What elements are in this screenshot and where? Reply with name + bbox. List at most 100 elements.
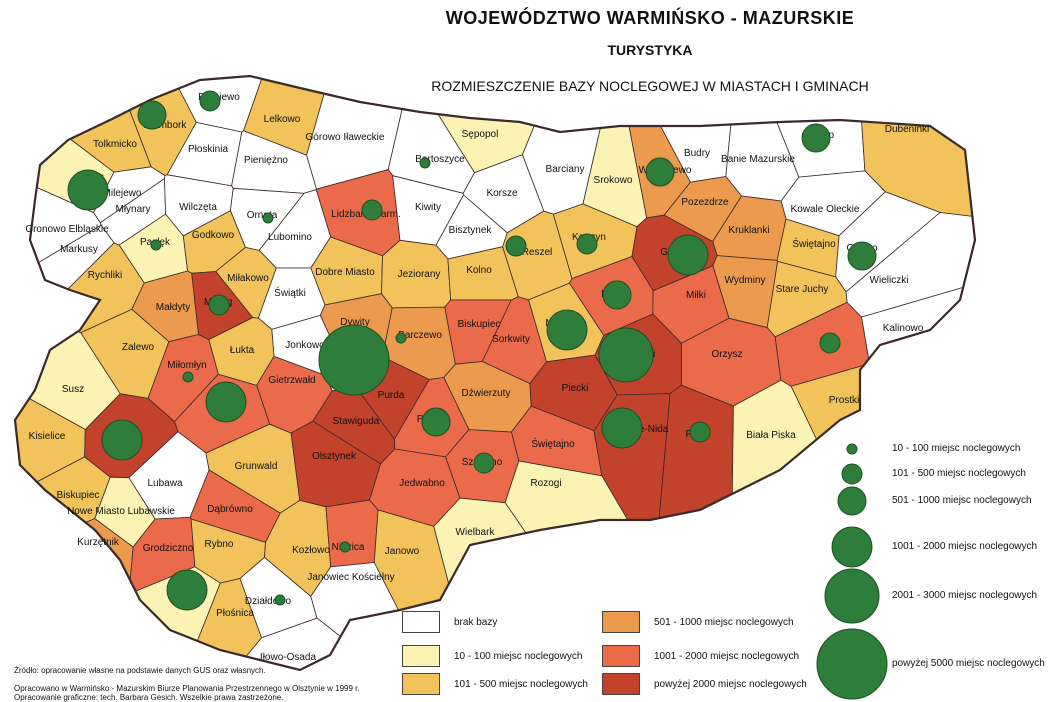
- circle-legend-label: 10 - 100 miejsc noclegowych: [892, 443, 1021, 454]
- category-swatch: [402, 673, 440, 695]
- gmina-label-milejewo: Milejewo: [103, 188, 142, 199]
- circle-legend-label: 1001 - 2000 miejsc noclegowych: [892, 541, 1038, 552]
- gmina-label-kalinowo: Kalinowo: [883, 323, 924, 334]
- city-marker-ostroda: [205, 381, 247, 423]
- category-swatch: [602, 673, 640, 695]
- gmina-label-sorkwity: Sorkwity: [492, 334, 530, 345]
- gmina-label-dubeninki: Dubeninki: [885, 124, 929, 135]
- gmina-label-mlynary: Młynary: [115, 204, 150, 215]
- gmina-label-milomlyn: Miłomłyn: [167, 360, 206, 371]
- gmina-label-zalewo: Zalewo: [122, 342, 155, 353]
- gmina-label-wilczeta: Wilczęta: [179, 202, 217, 213]
- gmina-label-kurzetnik: Kurzętnik: [77, 537, 120, 548]
- category-label: 10 - 100 miejsc noclegowych: [454, 650, 583, 662]
- gmina-label-grunwald: Grunwald: [235, 461, 278, 472]
- city-marker-morag: [208, 294, 230, 316]
- gmina-label-janowo: Janowo: [385, 546, 420, 557]
- gmina-label-kruklanki: Kruklanki: [728, 225, 769, 236]
- city-marker-milomlyn: [182, 371, 194, 383]
- gmina-label-wielbark: Wielbark: [456, 527, 496, 538]
- city-marker-braniewo: [199, 90, 221, 112]
- city-markers: [67, 90, 877, 611]
- gmina-label-kolno: Kolno: [466, 265, 492, 276]
- category-label: powyżej 2000 miejsc noclegowych: [654, 678, 807, 690]
- gmina-label-godkowo: Godkowo: [192, 230, 235, 241]
- gmina-label-jeziorany: Jeziorany: [398, 269, 441, 280]
- gmina-label-lubawa: Lubawa: [147, 478, 182, 489]
- gmina-label-barczewo: Barczewo: [398, 330, 442, 341]
- gmina-label-dywity: Dywity: [340, 317, 369, 328]
- gmina-label-rozogi: Rozogi: [530, 478, 561, 489]
- gmina-label-biskupiec: Biskupiec: [57, 490, 100, 501]
- gmina-label-janowiec-koscielny: Janowiec Kościelny: [307, 572, 394, 583]
- gmina-label-bartoszyce: Bartoszyce: [415, 154, 465, 165]
- circle-legend-label: powyżej 5000 miejsc noclegowych: [892, 658, 1045, 669]
- city-marker-olecko: [847, 241, 877, 271]
- gmina-label-biala-piska: Biała Piska: [746, 430, 796, 441]
- gmina-label-maldyty: Małdyty: [156, 302, 190, 313]
- circle-legend-marker: [846, 443, 858, 455]
- gmina-label-gorowo-ilaweckie: Górowo Iławeckie: [306, 132, 385, 143]
- author-note: Opracowano w Warmińsko - Mazurskim Biurz…: [14, 684, 360, 693]
- gmina-label-dobre-miasto: Dobre Miasto: [315, 267, 375, 278]
- city-marker-ilawa: [101, 419, 143, 461]
- gmina-label-kowale-oleckie: Kowale Oleckie: [791, 204, 860, 215]
- gmina-label-reszel: Reszel: [522, 247, 553, 258]
- category-label: 501 - 1000 miejsc noclegowych: [654, 616, 794, 628]
- city-marker-ryn: [602, 280, 632, 310]
- category-legend: brak bazy 10 - 100 miejsc noclegowych 101 …: [402, 606, 822, 696]
- graphic-note: Opracowanie graficzne: tech. Barbara Ges…: [14, 693, 284, 702]
- city-marker-lidzbark: [166, 569, 208, 611]
- city-marker-goldap: [801, 123, 831, 153]
- gmina-label-olsztynek: Olsztynek: [312, 451, 357, 462]
- circle-legend-label: 101 - 500 miejsc noclegowych: [892, 468, 1026, 479]
- gmina-label-ilowo-osada: Iłowo-Osada: [260, 652, 317, 663]
- category-label: 101 - 500 miejsc noclegowych: [454, 678, 588, 690]
- gmina-label-gietrzwald: Gietrzwałd: [268, 375, 315, 386]
- gmina-label-swiatki: Świątki: [274, 286, 306, 299]
- category-swatch: [602, 645, 640, 667]
- gmina-label-dzwierzuty: Dźwierzuty: [462, 388, 511, 399]
- gmina-label-tolkmicko: Tolkmicko: [93, 139, 137, 150]
- gmina-label-grodziczno: Grodziczno: [143, 543, 194, 554]
- gmina-label-dabrowno: Dąbrówno: [207, 504, 253, 515]
- gmina-label-plosnica: Płośnica: [216, 608, 254, 619]
- gmina-label-wieliczki: Wieliczki: [870, 275, 909, 286]
- city-marker-pasym: [421, 407, 451, 437]
- category-legend-item: brak bazy: [402, 611, 497, 633]
- category-legend-item: 501 - 1000 miejsc noclegowych: [602, 611, 794, 633]
- city-marker-olsztyn: [318, 324, 390, 396]
- category-legend-item: powyżej 2000 miejsc noclegowych: [602, 673, 807, 695]
- gmina-label-barciany: Barciany: [546, 164, 585, 175]
- city-marker-mikolajki: [598, 327, 654, 383]
- circle-legend-marker: [816, 628, 888, 700]
- map-title: WOJEWÓDZTWO WARMIŃSKO - MAZURSKIE: [445, 8, 855, 28]
- gmina-label-markusy: Markusy: [60, 244, 98, 255]
- gmina-label-piecki: Piecki: [562, 383, 589, 394]
- gmina-label-lukta: Łukta: [230, 345, 255, 356]
- gmina-nidzica-region: [325, 499, 379, 568]
- gmina-label-sepopol: Sępopol: [462, 129, 499, 140]
- gmina-label-pieniezno: Pieniężno: [244, 155, 288, 166]
- gmina-label-prostki: Prostki: [829, 395, 860, 406]
- gmina-label-jedwabno: Jedwabno: [399, 478, 445, 489]
- gmina-label-orzysz: Orzysz: [711, 349, 742, 360]
- gmina-label-lubomino: Lubomino: [268, 232, 312, 243]
- gmina-label-ploskinia: Płoskinia: [188, 144, 228, 155]
- gmina-label-biskupiec: Biskupiec: [458, 319, 501, 330]
- gmina-label-budry: Budry: [684, 148, 710, 159]
- city-marker-ruciane-nida: [601, 407, 643, 449]
- circle-legend-label: 501 - 1000 miejsc noclegowych: [892, 495, 1032, 506]
- city-marker-wegorzewo: [645, 157, 675, 187]
- gmina-label-srokowo: Srokowo: [594, 175, 633, 186]
- category-swatch: [602, 611, 640, 633]
- city-marker-lidzbark-warm: [361, 199, 383, 221]
- gmina-label-orneta: Orneta: [247, 210, 278, 221]
- category-swatch: [402, 611, 440, 633]
- gmina-label-gronowo-elblaskie: Gronowo Elbląskie: [25, 224, 109, 235]
- gmina-label-milakowo: Miłakowo: [227, 273, 269, 284]
- city-marker-nidzica: [339, 541, 351, 553]
- category-legend-item: 1001 - 2000 miejsc noclegowych: [602, 645, 799, 667]
- gmina-label-banie-mazurskie: Banie Mazurskie: [721, 154, 795, 165]
